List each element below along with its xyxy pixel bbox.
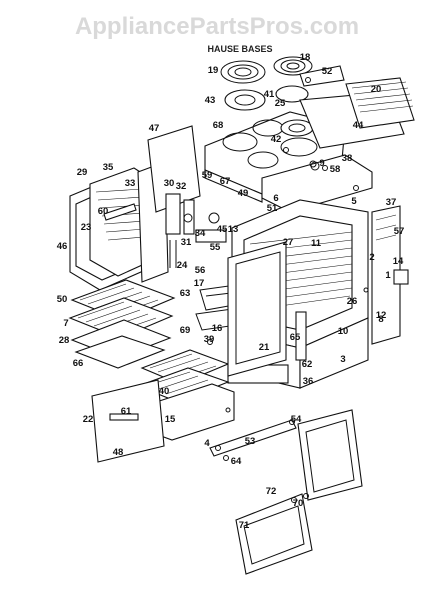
callout-63: 63 [180,288,191,299]
callout-40: 40 [159,386,170,397]
callout-17: 17 [194,278,205,289]
callout-67: 67 [220,176,231,187]
callout-65: 65 [290,332,301,343]
callout-70: 70 [293,498,304,509]
screws-and-fasteners [207,77,369,503]
callout-44: 44 [353,120,364,131]
callout-5: 5 [351,196,357,207]
callout-58: 58 [330,164,341,175]
callout-54: 54 [291,414,302,425]
callout-72: 72 [266,486,277,497]
oven-door-assembly [69,161,169,291]
callout-8: 8 [378,314,383,325]
callout-29: 29 [77,167,88,178]
callout-41: 41 [264,89,275,100]
callout-49: 49 [238,188,249,199]
callout-7: 7 [63,318,68,329]
callout-32: 32 [176,181,187,192]
callout-66: 66 [73,358,84,369]
bottom-drawer [235,493,313,575]
callout-37: 37 [386,197,397,208]
callout-47: 47 [149,123,160,134]
callout-45: 45 [217,224,228,235]
watermark: AppliancePartsPros.com [75,13,359,40]
callout-57: 57 [394,226,405,237]
callout-56: 56 [195,265,206,276]
callout-18: 18 [300,52,311,63]
callout-6: 6 [273,193,278,204]
callout-15: 15 [165,414,176,425]
callout-31: 31 [181,237,192,248]
kick-plate [209,419,297,457]
lower-frame [297,409,363,501]
callout-22: 22 [83,414,94,425]
callout-1: 1 [385,270,391,281]
backguard-panel [299,65,415,149]
callout-71: 71 [239,520,250,531]
callout-35: 35 [103,162,114,173]
callout-4: 4 [204,438,210,449]
door-panel [147,125,201,213]
callout-38: 38 [342,153,353,164]
callout-48: 48 [113,447,124,458]
callout-42: 42 [271,134,282,145]
callout-10: 10 [338,326,349,337]
callout-33: 33 [125,178,136,189]
callout-53: 53 [245,436,256,447]
callout-52: 52 [322,66,333,77]
callout-61: 61 [121,406,132,417]
callout-14: 14 [393,256,404,267]
callout-62: 62 [302,359,313,370]
door-hinge-parts [165,193,227,268]
callout-64: 64 [231,456,242,467]
callout-36: 36 [303,376,314,387]
callout-24: 24 [177,260,188,271]
callout-13: 13 [228,224,239,235]
front-frame [227,241,307,377]
side-panel [371,205,409,345]
callout-20: 20 [371,84,382,95]
callout-19: 19 [208,65,219,76]
callout-59: 59 [202,170,213,181]
callout-23: 23 [81,222,92,233]
coil-burner-elements [220,56,314,137]
oven-racks [68,279,176,369]
callout-16: 16 [212,323,223,334]
callout-68: 68 [213,120,224,131]
diagram-subtitle: HAUSE BASES [207,44,272,54]
callout-43: 43 [205,95,216,106]
callout-2: 2 [369,252,374,263]
callout-28: 28 [59,335,70,346]
callout-34: 34 [195,228,206,239]
callout-11: 11 [311,238,322,249]
callout-27: 27 [283,237,294,248]
callout-51: 51 [267,203,278,214]
callout-26: 26 [347,296,358,307]
callout-9: 9 [319,158,324,169]
broiler-pan [136,349,230,403]
callout-60: 60 [98,206,109,217]
callout-3: 3 [340,354,345,365]
callout-12: 12 [376,310,387,321]
callout-69: 69 [180,325,191,336]
drawer-front [91,379,165,463]
callout-55: 55 [210,242,221,253]
callout-21: 21 [259,342,270,353]
callout-25: 25 [275,98,286,109]
callout-30: 30 [164,178,175,189]
callout-50: 50 [57,294,68,305]
callout-39: 39 [204,334,215,345]
callout-46: 46 [57,241,68,252]
